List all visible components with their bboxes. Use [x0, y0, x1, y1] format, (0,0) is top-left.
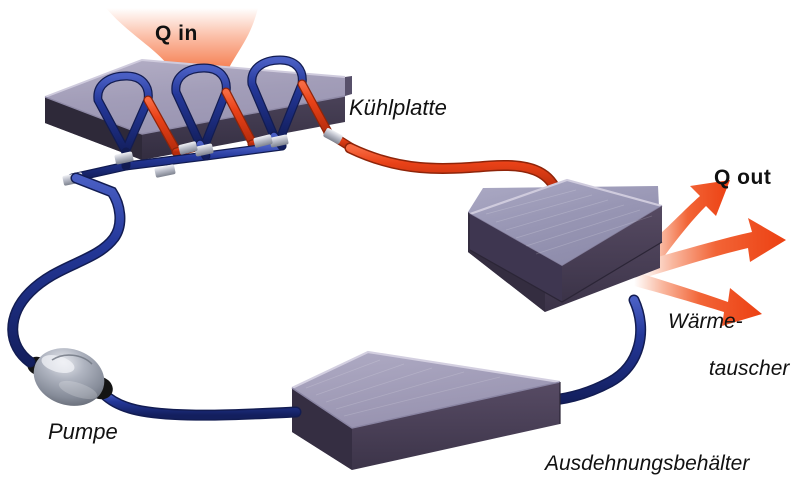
- cold-line-pump-to-plate: [7, 172, 126, 368]
- label-heat-out: Q out: [714, 166, 772, 189]
- label-heat-exchanger-line1: Wärme-: [668, 310, 743, 333]
- label-cooling-plate: Kühlplatte: [349, 95, 447, 120]
- label-heat-exchanger: Wärme- tauscher: [668, 310, 789, 381]
- label-expansion-tank: Ausdehnungsbehälter: [545, 452, 750, 475]
- label-heat-exchanger-line2: tauscher: [708, 357, 790, 381]
- pump: [27, 348, 113, 406]
- hot-line-to-exchanger: [344, 142, 562, 196]
- heat-out-arrows: [634, 180, 786, 326]
- cold-line-tank-to-pump: [98, 388, 302, 421]
- expansion-tank: [291, 350, 561, 470]
- plate-serpentine-tubes: [93, 55, 333, 157]
- label-heat-in: Q in: [155, 22, 198, 45]
- label-pump: Pumpe: [48, 419, 118, 444]
- heat-exchanger: [468, 178, 663, 312]
